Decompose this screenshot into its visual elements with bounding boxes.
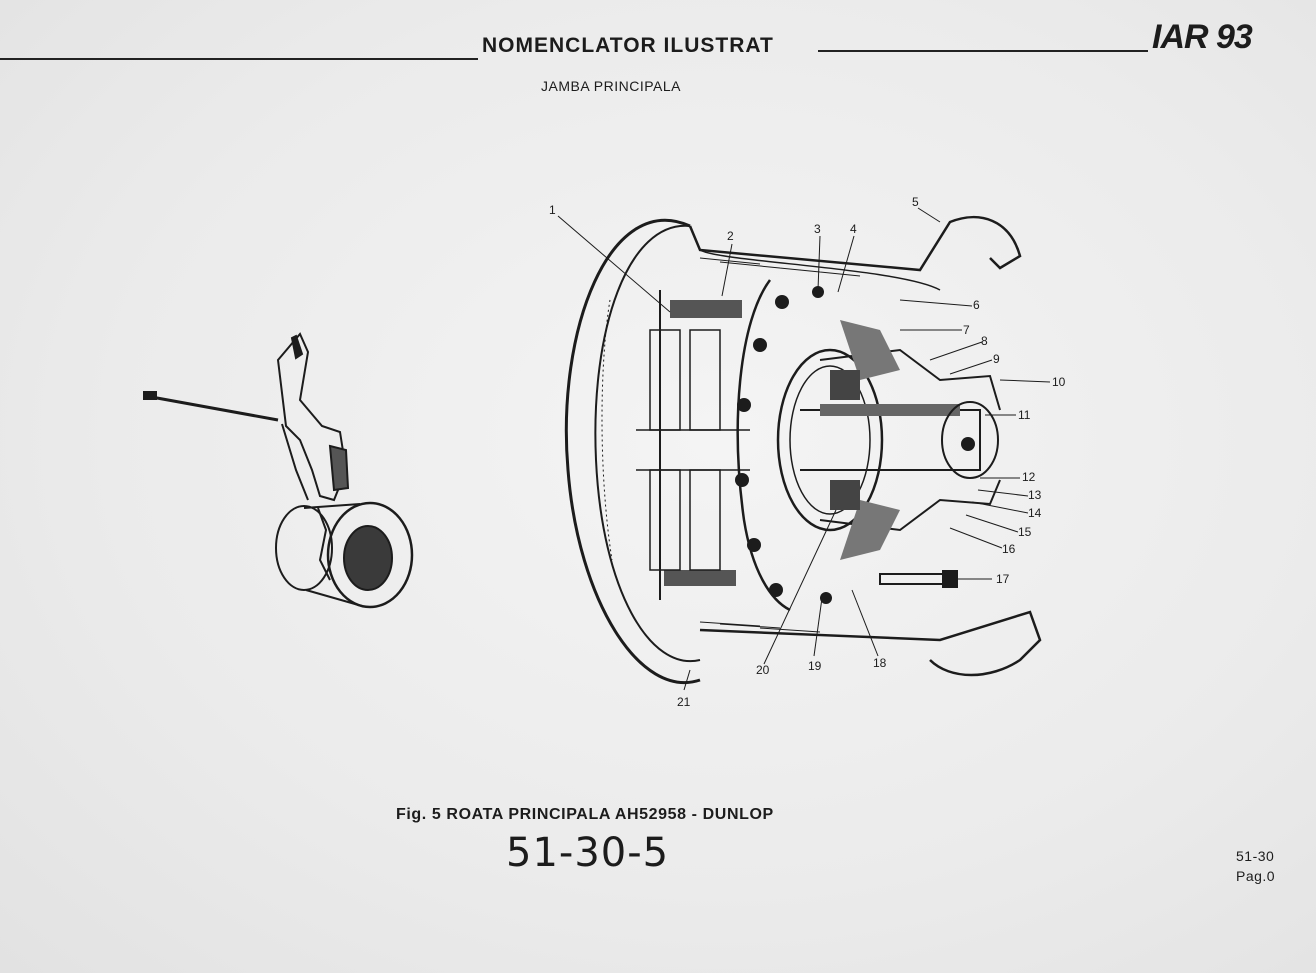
callout-17: 17 xyxy=(996,572,1010,586)
callout-4: 4 xyxy=(850,222,857,236)
callout-8: 8 xyxy=(981,334,988,348)
main-wheel-cross-section xyxy=(564,215,1042,684)
page-number: Pag.0 xyxy=(1236,868,1276,884)
landing-gear-overview-sketch xyxy=(143,332,414,609)
callout-12: 12 xyxy=(1022,470,1036,484)
callout-6: 6 xyxy=(973,298,980,312)
callout-3: 3 xyxy=(814,222,821,236)
callout-16: 16 xyxy=(1002,542,1016,556)
callout-leaders xyxy=(557,207,1051,691)
callout-2: 2 xyxy=(727,229,734,243)
callout-19: 19 xyxy=(808,659,822,673)
callout-11: 11 xyxy=(1018,408,1031,422)
document-title: NOMENCLATOR ILUSTRAT xyxy=(482,34,774,57)
header-rule-right xyxy=(818,50,1148,52)
callout-10: 10 xyxy=(1052,375,1066,389)
callout-numbers: 1 2 3 4 5 6 7 8 9 10 11 12 13 14 15 16 1… xyxy=(549,195,1066,709)
callout-18: 18 xyxy=(873,656,887,670)
callout-1: 1 xyxy=(549,203,556,217)
page-reference: 51-30 Pag.0 xyxy=(1236,846,1275,886)
callout-5: 5 xyxy=(912,195,919,209)
brand-logo: IAR 93 xyxy=(1152,18,1253,56)
callout-21: 21 xyxy=(677,695,691,709)
header-rule-left xyxy=(0,58,478,60)
callout-13: 13 xyxy=(1028,488,1042,502)
callout-9: 9 xyxy=(993,352,1000,366)
callout-7: 7 xyxy=(963,323,970,337)
callout-14: 14 xyxy=(1028,506,1042,520)
callout-20: 20 xyxy=(756,663,770,677)
figure-caption: Fig. 5 ROATA PRINCIPALA AH52958 - DUNLOP xyxy=(396,806,774,823)
callout-15: 15 xyxy=(1018,525,1032,539)
chapter-number: 51-30 xyxy=(1236,848,1275,864)
figure-reference-code: 51-30-5 xyxy=(506,830,670,876)
section-subtitle: JAMBA PRINCIPALA xyxy=(541,78,682,94)
